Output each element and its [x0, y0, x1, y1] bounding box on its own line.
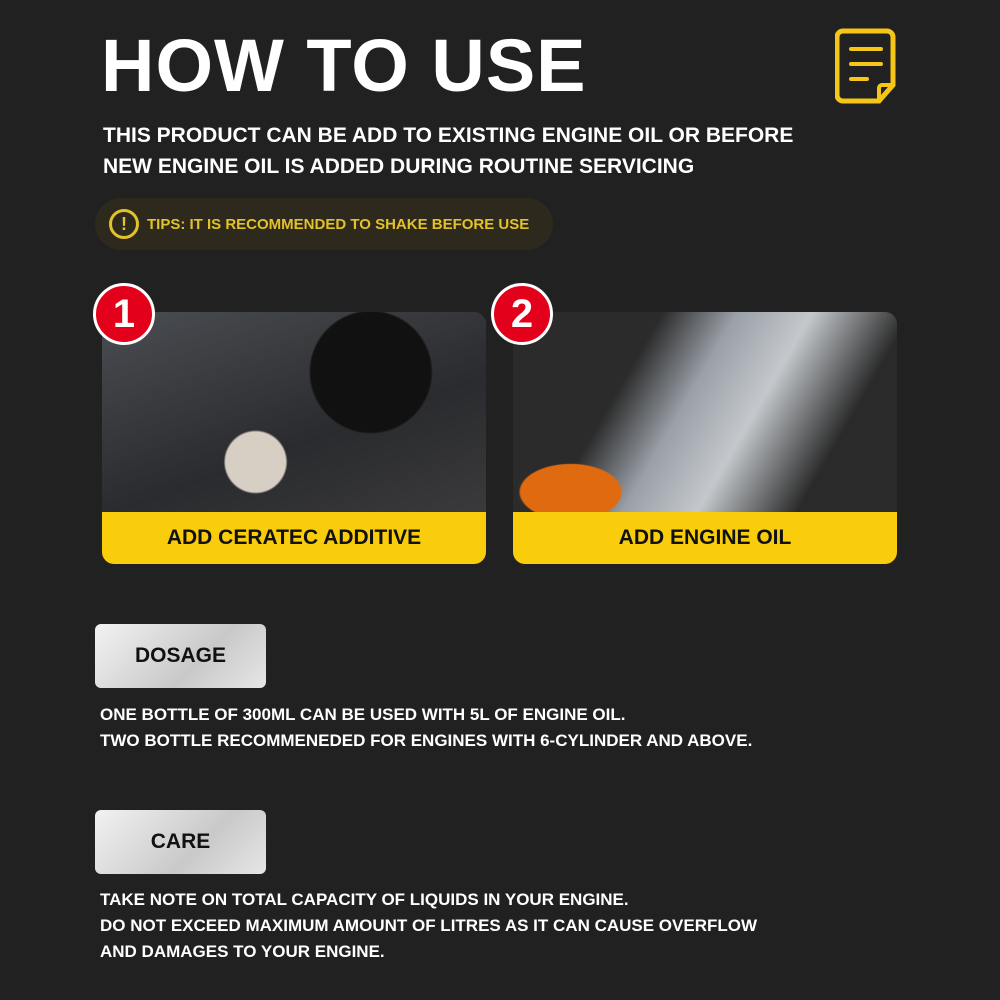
page-title: HOW TO USE	[101, 24, 587, 107]
care-line: DO NOT EXCEED MAXIMUM AMOUNT OF LITRES A…	[100, 916, 758, 935]
document-icon	[835, 28, 896, 104]
tip-text: TIPS: IT IS RECOMMENDED TO SHAKE BEFORE …	[147, 215, 530, 233]
care-line: AND DAMAGES TO YOUR ENGINE.	[100, 942, 385, 961]
dosage-text: ONE BOTTLE OF 300ML CAN BE USED WITH 5L …	[100, 702, 752, 754]
step-photo-additive	[102, 312, 486, 512]
dosage-label: DOSAGE	[95, 624, 266, 688]
step-card-2: ADD ENGINE OIL	[513, 312, 897, 564]
dosage-line: TWO BOTTLE RECOMMENEDED FOR ENGINES WITH…	[100, 731, 753, 750]
warning-icon: !	[109, 209, 139, 239]
step-label: ADD CERATEC ADDITIVE	[102, 512, 486, 564]
care-text: TAKE NOTE ON TOTAL CAPACITY OF LIQUIDS I…	[100, 887, 757, 965]
subtitle: THIS PRODUCT CAN BE ADD TO EXISTING ENGI…	[103, 120, 793, 182]
step-number-badge: 1	[93, 283, 155, 345]
subtitle-line: THIS PRODUCT CAN BE ADD TO EXISTING ENGI…	[103, 124, 794, 147]
step-card-1: ADD CERATEC ADDITIVE	[102, 312, 486, 564]
dosage-line: ONE BOTTLE OF 300ML CAN BE USED WITH 5L …	[100, 705, 626, 724]
step-number-badge: 2	[491, 283, 553, 345]
care-line: TAKE NOTE ON TOTAL CAPACITY OF LIQUIDS I…	[100, 890, 629, 909]
step-label: ADD ENGINE OIL	[513, 512, 897, 564]
tip-banner: ! TIPS: IT IS RECOMMENDED TO SHAKE BEFOR…	[95, 198, 553, 250]
step-photo-engine-oil	[513, 312, 897, 512]
subtitle-line: NEW ENGINE OIL IS ADDED DURING ROUTINE S…	[103, 155, 695, 178]
care-label: CARE	[95, 810, 266, 874]
